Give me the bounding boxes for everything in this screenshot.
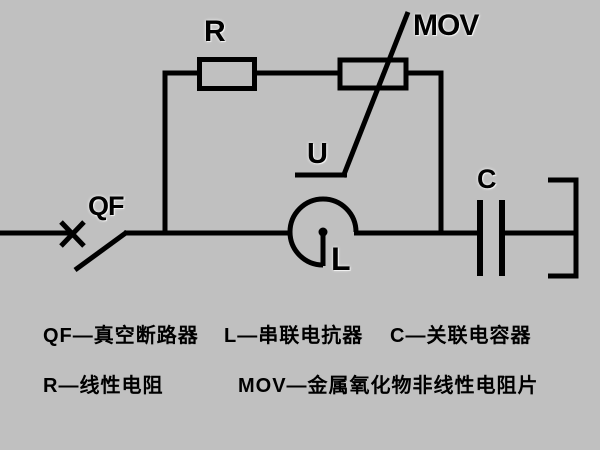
legend-resistor: R—线性电阻 <box>43 375 164 397</box>
resistor-label: R <box>204 15 226 48</box>
legend-reactor: L—串联电抗器 <box>224 325 364 347</box>
reactor-label: L <box>331 241 351 277</box>
capacitor-symbol <box>477 200 505 276</box>
legend-varistor: MOV—金属氧化物非线性电阻片 <box>238 375 539 397</box>
resistor-symbol <box>197 57 257 91</box>
capacitor-label: C <box>477 164 497 194</box>
reactor-symbol <box>287 196 359 268</box>
legend-breaker: QF—真空断路器 <box>43 325 199 347</box>
terminal-bracket <box>548 177 579 279</box>
legend-capacitor: C—关联电容器 <box>390 325 532 347</box>
parallel-branch-left-wire <box>162 70 200 233</box>
breaker-label: QF <box>88 191 124 221</box>
parallel-branch-right-wire <box>406 70 444 235</box>
varistor-voltage-label: U <box>307 138 328 170</box>
x-mark-icon <box>59 220 86 248</box>
varistor-label: MOV <box>413 9 479 42</box>
breaker-switch-symbol <box>73 229 129 273</box>
